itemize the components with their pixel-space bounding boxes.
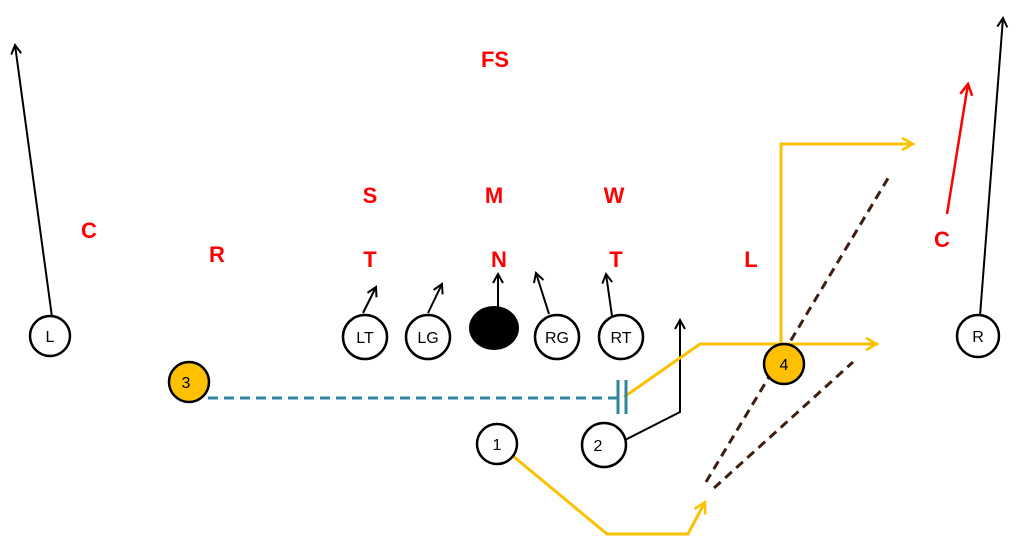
defender-s: S: [363, 183, 378, 208]
route-corner-right-red: [945, 84, 968, 215]
block-rt-arrow: [606, 274, 612, 317]
player-1: 1: [475, 422, 519, 466]
player-wr-right-label: R: [972, 329, 984, 346]
defender-fs: FS: [481, 47, 509, 72]
player-4: 4: [762, 342, 806, 386]
player-wr-right: R: [955, 313, 1001, 359]
block-lg-arrow: [427, 284, 442, 314]
defender-c-right: C: [934, 227, 950, 252]
player-2-label: 2: [594, 438, 603, 455]
player-rg-label: RG: [545, 330, 569, 347]
read-line-1: [704, 174, 892, 483]
player-2: 2: [580, 421, 628, 469]
route-back-2: [624, 320, 680, 441]
player-rt-label: RT: [610, 330, 631, 347]
player-lt: LT: [341, 313, 389, 361]
defender-t-right: T: [609, 247, 623, 272]
player-3: 3: [167, 360, 211, 404]
block-lt-arrow: [362, 287, 376, 314]
defender-l: L: [744, 247, 757, 272]
player-lg: LG: [404, 313, 452, 361]
block-rg-arrow: [536, 273, 550, 315]
player-lt-label: LT: [356, 330, 374, 347]
route-right-receiver: [979, 18, 1003, 317]
player-1-label: 1: [493, 437, 502, 454]
player-3-label: 3: [182, 375, 191, 392]
defender-n: N: [491, 247, 507, 272]
defender-m: M: [485, 183, 503, 208]
route-left-receiver: [15, 45, 53, 318]
defender-c-left: C: [81, 218, 97, 243]
player-lg-label: LG: [417, 330, 438, 347]
player-rt: RT: [597, 313, 645, 361]
player-wr-left: L: [28, 314, 72, 358]
defender-r: R: [209, 242, 225, 267]
player-rg: RG: [533, 313, 581, 361]
player-center: [469, 306, 519, 350]
route-back-1: [512, 454, 705, 536]
player-4-label: 4: [780, 357, 789, 374]
defender-t-left: T: [363, 247, 377, 272]
read-line-2: [712, 360, 855, 490]
route-motion-to-flat: [623, 344, 877, 399]
defender-w: W: [604, 183, 625, 208]
player-wr-left-label: L: [46, 329, 55, 346]
route-back-4-out: [779, 144, 913, 348]
